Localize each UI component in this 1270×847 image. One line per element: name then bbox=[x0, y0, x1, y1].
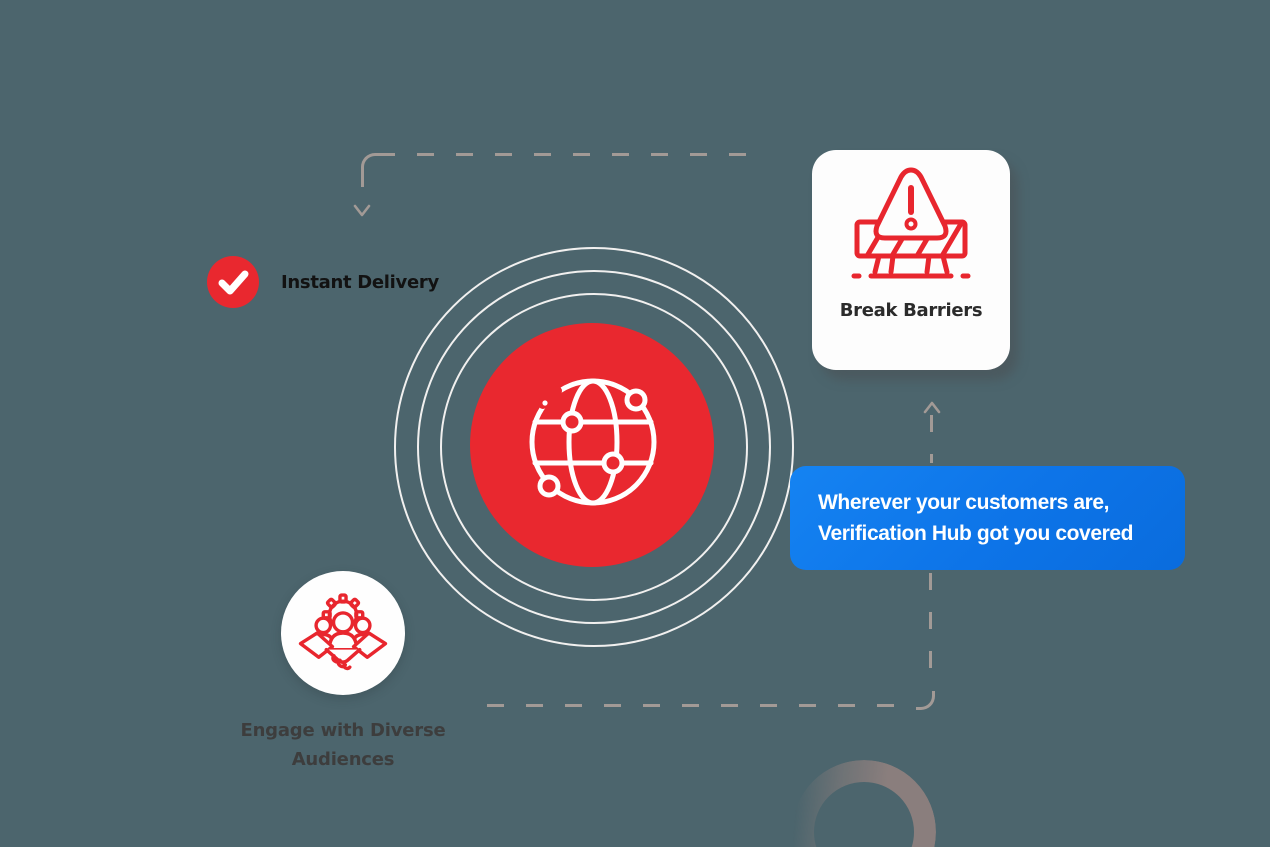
connector-top-vertical bbox=[361, 170, 364, 204]
bottom-ring-decoration bbox=[792, 760, 936, 847]
engage-audience-circle bbox=[281, 571, 405, 695]
engage-label-line-2: Audiences bbox=[291, 749, 395, 770]
speech-bubble: Wherever your customers are, Verificatio… bbox=[790, 466, 1185, 570]
break-barriers-label: Break Barriers bbox=[839, 300, 983, 321]
globe-network-icon bbox=[529, 378, 657, 506]
connector-top-corner bbox=[361, 153, 381, 173]
arrow-up-icon bbox=[923, 401, 941, 414]
instant-delivery-label: Instant Delivery bbox=[281, 272, 439, 293]
connector-top-line bbox=[378, 153, 764, 156]
arrow-down-icon bbox=[353, 204, 371, 217]
connector-bottom-line bbox=[487, 704, 916, 707]
engage-label-line-1: Engage with Diverse bbox=[240, 720, 446, 741]
connector-card-vertical bbox=[930, 415, 933, 463]
break-barriers-card: Break Barriers bbox=[812, 150, 1010, 370]
connector-bottom-corner bbox=[916, 691, 935, 710]
connector-bubble-vertical bbox=[929, 573, 932, 690]
engage-audience-label: Engage with Diverse Audiences bbox=[228, 716, 458, 774]
road-barrier-warning-icon bbox=[851, 167, 971, 279]
bubble-line-2: Verification Hub got you covered bbox=[818, 522, 1134, 545]
bubble-line-1: Wherever your customers are, bbox=[818, 491, 1110, 514]
community-handshake-icon bbox=[298, 593, 388, 671]
check-icon bbox=[207, 256, 259, 308]
globe-red-circle bbox=[470, 323, 714, 567]
ripple-ring-outer bbox=[394, 247, 794, 647]
